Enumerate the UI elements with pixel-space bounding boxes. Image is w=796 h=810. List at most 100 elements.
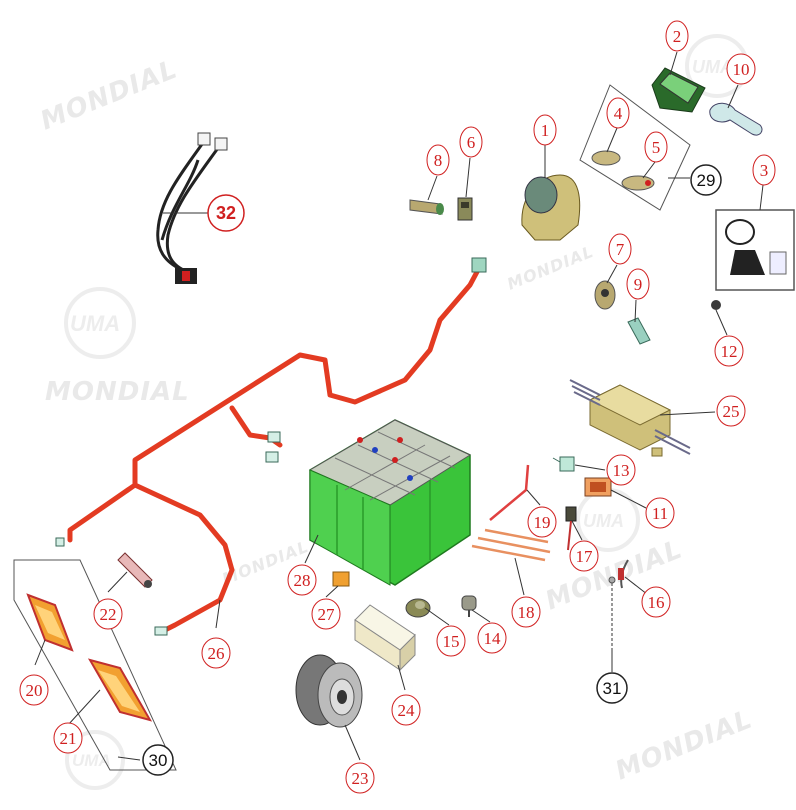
svg-text:12: 12 xyxy=(721,342,738,361)
part-15 xyxy=(405,598,431,618)
svg-text:5: 5 xyxy=(652,138,661,157)
callout-22[interactable]: 22 xyxy=(93,598,123,630)
watermark-text: MONDIAL xyxy=(45,377,190,407)
svg-text:31: 31 xyxy=(603,679,622,698)
svg-text:27: 27 xyxy=(318,605,336,624)
callout-7[interactable]: 7 xyxy=(608,233,632,265)
svg-text:7: 7 xyxy=(616,240,625,259)
watermark-text: MONDIAL xyxy=(611,704,756,786)
battery-pack-28 xyxy=(308,419,472,586)
callout-20[interactable]: 20 xyxy=(19,674,49,706)
svg-text:26: 26 xyxy=(208,644,225,663)
callout-32[interactable]: 32 xyxy=(207,194,245,232)
callout-17[interactable]: 17 xyxy=(569,540,599,572)
callout-3[interactable]: 3 xyxy=(752,154,776,186)
watermark-text: MONDIAL xyxy=(504,242,596,294)
callout-5[interactable]: 5 xyxy=(644,131,668,163)
clip-16 xyxy=(618,559,629,589)
leader-lines xyxy=(34,51,764,761)
svg-text:UMA: UMA xyxy=(70,311,120,336)
callout-4[interactable]: 4 xyxy=(606,97,630,129)
display-2 xyxy=(651,67,706,113)
callout-27[interactable]: 27 xyxy=(311,598,341,630)
svg-text:14: 14 xyxy=(484,629,502,648)
callout-30[interactable]: 30 xyxy=(142,744,174,776)
callout-14[interactable]: 14 xyxy=(477,622,507,654)
svg-text:30: 30 xyxy=(149,751,168,770)
headlamp-1 xyxy=(521,174,581,241)
svg-text:UMA: UMA xyxy=(692,57,733,77)
svg-text:25: 25 xyxy=(723,402,740,421)
callout-19[interactable]: 19 xyxy=(527,506,557,538)
uma-logo: UMA xyxy=(64,287,136,359)
mirror-box-3 xyxy=(715,209,795,291)
callout-16[interactable]: 16 xyxy=(641,586,671,618)
controller-24 xyxy=(354,604,416,672)
pins-18 xyxy=(471,528,551,562)
switch-6 xyxy=(457,197,473,221)
svg-text:21: 21 xyxy=(60,729,77,748)
callout-29[interactable]: 29 xyxy=(690,164,722,196)
part-22 xyxy=(117,552,153,588)
svg-text:8: 8 xyxy=(434,151,443,170)
svg-text:4: 4 xyxy=(614,104,623,123)
callout-11[interactable]: 11 xyxy=(645,497,675,529)
uma-logo: UMA xyxy=(65,730,125,790)
svg-text:13: 13 xyxy=(613,461,630,480)
callout-24[interactable]: 24 xyxy=(391,694,421,726)
part-5 xyxy=(621,175,655,191)
svg-text:29: 29 xyxy=(697,171,716,190)
reflector-20 xyxy=(26,593,74,652)
svg-text:32: 32 xyxy=(216,203,236,223)
callout-25[interactable]: 25 xyxy=(716,395,746,427)
fuse-box-11 xyxy=(584,477,612,497)
svg-text:1: 1 xyxy=(541,121,550,140)
group-box-29 xyxy=(579,84,691,211)
motor-23 xyxy=(295,654,363,728)
callout-1[interactable]: 1 xyxy=(533,114,557,146)
callout-26[interactable]: 26 xyxy=(201,637,231,669)
svg-text:3: 3 xyxy=(760,161,769,180)
switch-17 xyxy=(565,506,577,551)
svg-text:10: 10 xyxy=(733,60,750,79)
harness-connector xyxy=(55,257,487,636)
svg-text:17: 17 xyxy=(576,547,594,566)
callout-13[interactable]: 13 xyxy=(606,454,636,486)
relay-13 xyxy=(552,456,575,472)
callout-10[interactable]: 10 xyxy=(726,53,756,85)
svg-text:UMA: UMA xyxy=(72,751,111,770)
svg-text:16: 16 xyxy=(648,593,665,612)
callout-12[interactable]: 12 xyxy=(714,335,744,367)
fuse-27 xyxy=(332,571,350,587)
callout-15[interactable]: 15 xyxy=(436,625,466,657)
svg-text:19: 19 xyxy=(534,513,551,532)
callout-23[interactable]: 23 xyxy=(345,762,375,794)
wiring-harness-32 xyxy=(156,132,228,284)
svg-text:22: 22 xyxy=(100,605,117,624)
throttle-9 xyxy=(627,317,651,345)
part-4 xyxy=(591,150,621,166)
callout-8[interactable]: 8 xyxy=(426,144,450,176)
callout-6[interactable]: 6 xyxy=(459,126,483,158)
svg-text:20: 20 xyxy=(26,681,43,700)
callout-28[interactable]: 28 xyxy=(287,564,317,596)
part-7 xyxy=(594,280,616,310)
reflector-21 xyxy=(87,658,153,722)
callout-31[interactable]: 31 xyxy=(596,672,628,704)
grip-8 xyxy=(409,199,444,215)
callout-18[interactable]: 18 xyxy=(511,596,541,628)
callout-2[interactable]: 2 xyxy=(665,20,689,52)
svg-text:24: 24 xyxy=(398,701,416,720)
svg-text:2: 2 xyxy=(673,27,682,46)
svg-text:23: 23 xyxy=(352,769,369,788)
svg-text:9: 9 xyxy=(634,275,643,294)
rod-19 xyxy=(489,464,530,521)
watermark-text: MONDIAL xyxy=(36,54,181,136)
callout-21[interactable]: 21 xyxy=(53,722,83,754)
svg-text:28: 28 xyxy=(294,571,311,590)
callouts: 1 2 3 4 5 6 7 8 9 10 11 12 13 14 15 16 1… xyxy=(19,20,776,794)
callout-9[interactable]: 9 xyxy=(626,268,650,300)
cable-31 xyxy=(608,576,616,650)
svg-text:11: 11 xyxy=(652,504,668,523)
